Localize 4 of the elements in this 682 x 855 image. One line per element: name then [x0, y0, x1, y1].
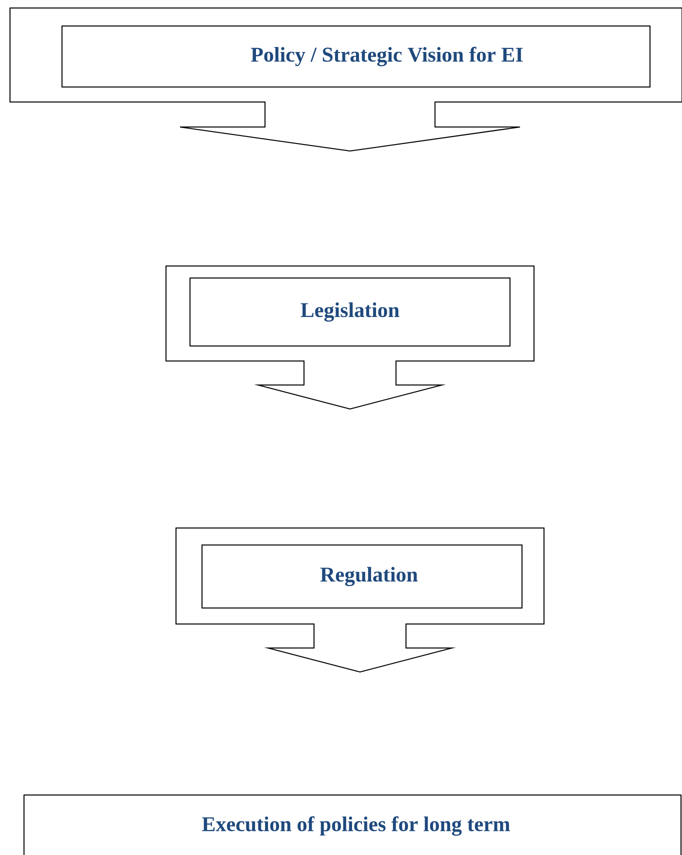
process-box: Execution of policies for long term — [24, 794, 682, 855]
arrow-callout-box: Policy / Strategic Vision for EI — [10, 8, 682, 152]
arrow-callout-box: Legislation — [166, 266, 534, 410]
arrow-callout-box: Regulation — [176, 528, 544, 673]
